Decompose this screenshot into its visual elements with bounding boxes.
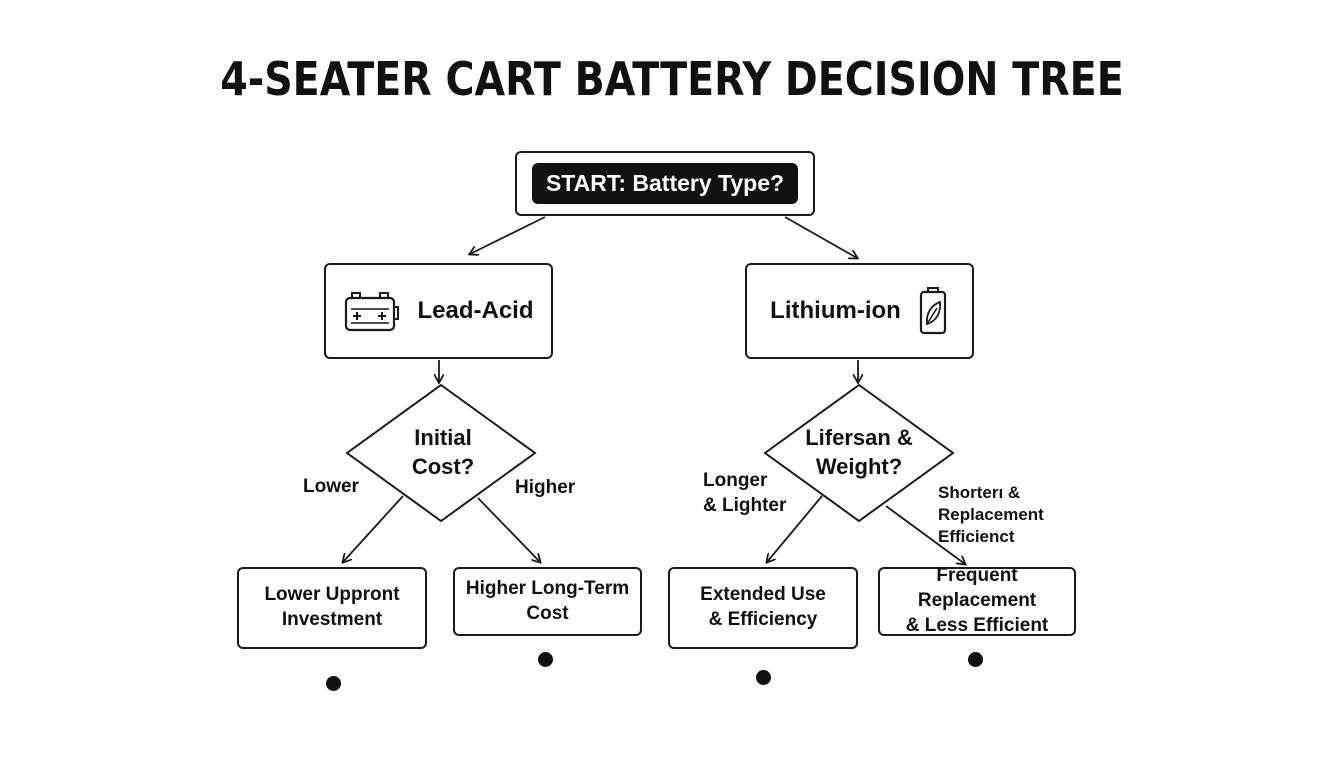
outcome-extended-use-efficiency: Extended Use & Efficiency bbox=[668, 567, 858, 649]
arrow-longer-to-outcome bbox=[767, 495, 823, 562]
decision-diamond-initial-cost bbox=[345, 383, 537, 523]
arrow-higher-to-outcome bbox=[477, 497, 540, 562]
lithium-ion-node: Lithium-ion bbox=[745, 263, 974, 359]
arrow-shorter-to-outcome bbox=[885, 505, 965, 564]
page-title: 4-SEATER CART BATTERY DECISION TREE bbox=[220, 52, 1124, 106]
initial-cost-question: Initial Cost? bbox=[411, 425, 475, 479]
arrow-lower-to-outcome bbox=[343, 495, 404, 562]
lifespan-weight-question: Lifersan & Weight? bbox=[805, 425, 913, 479]
start-node: START: Battery Type? bbox=[515, 151, 815, 216]
lithium-ion-label: Lithium-ion bbox=[770, 297, 901, 324]
decision-diamond-lifespan-weight bbox=[763, 383, 955, 523]
outcome-higher-long-term-cost: Higher Long-Term Cost bbox=[453, 567, 642, 636]
edge-label-lower: Lower bbox=[303, 476, 359, 497]
lead-acid-label: Lead-Acid bbox=[417, 297, 534, 324]
arrow-start-to-lead-acid bbox=[470, 216, 546, 254]
leaf-battery-icon bbox=[917, 286, 949, 336]
battery-icon bbox=[343, 290, 401, 332]
end-dot bbox=[968, 652, 983, 667]
end-dot bbox=[538, 652, 553, 667]
outcome-frequent-replacement: Frequent Replacement & Less Efficient bbox=[878, 565, 1076, 636]
end-dot bbox=[756, 670, 771, 685]
lead-acid-node: Lead-Acid bbox=[324, 263, 553, 359]
edge-label-shorter-replacement: Shorterı & Replacement Efficienct bbox=[938, 483, 1044, 547]
edge-label-longer-lighter: Longer & Lighter bbox=[703, 470, 787, 516]
edge-label-higher: Higher bbox=[515, 477, 576, 498]
outcome-lower-upfront-investment: Lower Uppront Investment bbox=[237, 567, 427, 649]
end-dot bbox=[326, 676, 341, 691]
arrow-start-to-lithium-ion bbox=[784, 216, 857, 258]
start-label: START: Battery Type? bbox=[531, 163, 799, 204]
